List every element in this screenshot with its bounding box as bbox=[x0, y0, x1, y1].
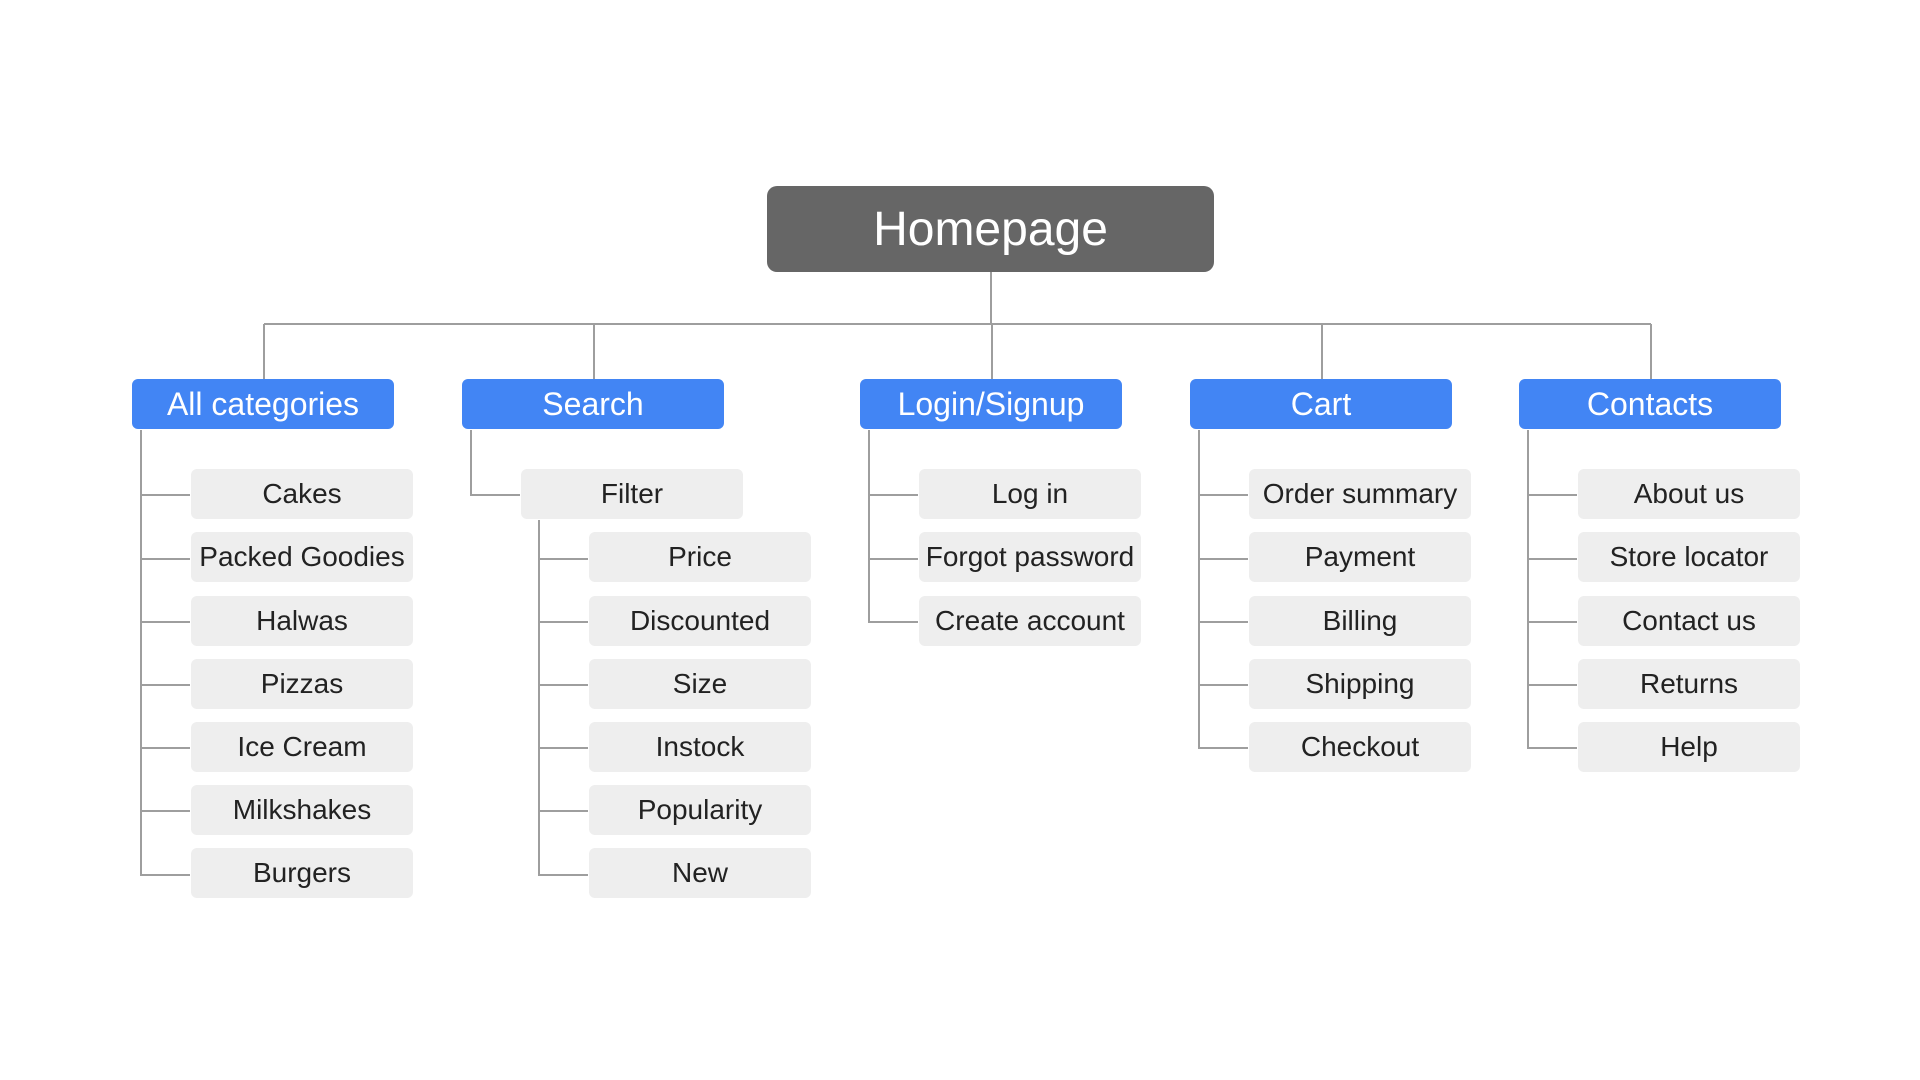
section-drop-login-signup bbox=[991, 324, 993, 379]
item-node: Billing bbox=[1249, 596, 1471, 646]
item-node: Create account bbox=[919, 596, 1141, 646]
trunk-search bbox=[470, 430, 472, 495]
trunk-cart bbox=[1198, 430, 1200, 747]
item-node: Milkshakes bbox=[191, 785, 413, 835]
branch-all-categories-5 bbox=[140, 810, 190, 812]
branch-all-categories-6 bbox=[140, 874, 190, 876]
subitem-node: Size bbox=[589, 659, 811, 709]
branch-login-signup-2 bbox=[868, 621, 918, 623]
branch-search-0 bbox=[470, 494, 520, 496]
section-cart: Cart bbox=[1190, 379, 1452, 429]
item-node: Halwas bbox=[191, 596, 413, 646]
item-node: Help bbox=[1578, 722, 1800, 772]
section-all-categories: All categories bbox=[132, 379, 394, 429]
branch-cart-1 bbox=[1198, 558, 1248, 560]
trunk-all-categories bbox=[140, 430, 142, 874]
section-drop-contacts bbox=[1650, 324, 1652, 379]
branch-contacts-0 bbox=[1527, 494, 1577, 496]
branch-all-categories-0 bbox=[140, 494, 190, 496]
branch-cart-2 bbox=[1198, 621, 1248, 623]
item-node: Packed Goodies bbox=[191, 532, 413, 582]
trunk-login-signup bbox=[868, 430, 870, 621]
branch-cart-4 bbox=[1198, 747, 1248, 749]
homepage-node: Homepage bbox=[767, 186, 1214, 272]
item-node: Cakes bbox=[191, 469, 413, 519]
subitem-node: Popularity bbox=[589, 785, 811, 835]
sub-branch-search-5 bbox=[538, 874, 588, 876]
item-node: Payment bbox=[1249, 532, 1471, 582]
item-node: Pizzas bbox=[191, 659, 413, 709]
subitem-node: Instock bbox=[589, 722, 811, 772]
item-node: Ice Cream bbox=[191, 722, 413, 772]
branch-contacts-2 bbox=[1527, 621, 1577, 623]
item-node: Shipping bbox=[1249, 659, 1471, 709]
branch-contacts-1 bbox=[1527, 558, 1577, 560]
item-node: Checkout bbox=[1249, 722, 1471, 772]
sub-branch-search-2 bbox=[538, 684, 588, 686]
sub-branch-search-3 bbox=[538, 747, 588, 749]
branch-cart-0 bbox=[1198, 494, 1248, 496]
item-node: About us bbox=[1578, 469, 1800, 519]
item-node: Forgot password bbox=[919, 532, 1141, 582]
sub-branch-search-1 bbox=[538, 621, 588, 623]
branch-login-signup-0 bbox=[868, 494, 918, 496]
item-node: Returns bbox=[1578, 659, 1800, 709]
item-node: Burgers bbox=[191, 848, 413, 898]
section-drop-search bbox=[593, 324, 595, 379]
branch-login-signup-1 bbox=[868, 558, 918, 560]
section-search: Search bbox=[462, 379, 724, 429]
root-connector bbox=[990, 272, 992, 324]
branch-contacts-4 bbox=[1527, 747, 1577, 749]
section-drop-all-categories bbox=[263, 324, 265, 379]
sub-trunk-search bbox=[538, 520, 540, 874]
section-bus bbox=[264, 323, 1651, 325]
item-node: Store locator bbox=[1578, 532, 1800, 582]
item-node: Order summary bbox=[1249, 469, 1471, 519]
item-node: Contact us bbox=[1578, 596, 1800, 646]
sub-branch-search-0 bbox=[538, 558, 588, 560]
branch-contacts-3 bbox=[1527, 684, 1577, 686]
branch-all-categories-4 bbox=[140, 747, 190, 749]
section-login-signup: Login/Signup bbox=[860, 379, 1122, 429]
branch-all-categories-2 bbox=[140, 621, 190, 623]
subitem-node: Price bbox=[589, 532, 811, 582]
section-contacts: Contacts bbox=[1519, 379, 1781, 429]
branch-all-categories-3 bbox=[140, 684, 190, 686]
section-drop-cart bbox=[1321, 324, 1323, 379]
trunk-contacts bbox=[1527, 430, 1529, 747]
branch-cart-3 bbox=[1198, 684, 1248, 686]
item-node: Filter bbox=[521, 469, 743, 519]
subitem-node: Discounted bbox=[589, 596, 811, 646]
item-node: Log in bbox=[919, 469, 1141, 519]
sub-branch-search-4 bbox=[538, 810, 588, 812]
branch-all-categories-1 bbox=[140, 558, 190, 560]
subitem-node: New bbox=[589, 848, 811, 898]
